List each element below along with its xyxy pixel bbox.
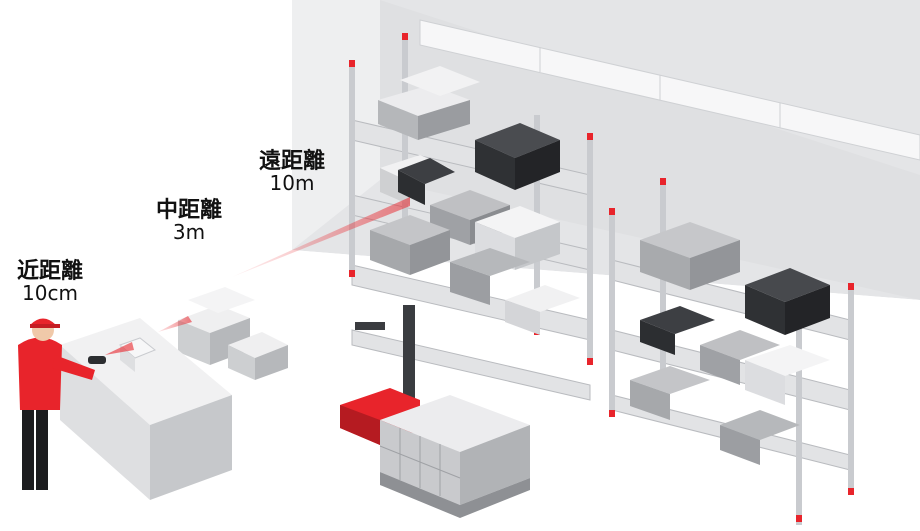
near-title: 近距離 xyxy=(16,259,83,284)
shelf-left xyxy=(349,33,593,401)
middle-label: 中距離 3m xyxy=(143,199,235,243)
far-distance: 10m xyxy=(269,171,315,196)
shelf-right xyxy=(609,178,854,525)
far-label: 遠距離 10m xyxy=(246,150,338,194)
scan-beam-middle xyxy=(158,316,192,332)
scan-beam-far xyxy=(232,197,410,277)
middle-title: 中距離 xyxy=(155,198,222,223)
near-label: 近距離 10cm xyxy=(8,260,92,304)
scan-beam-near xyxy=(105,342,134,355)
pallet-boxes xyxy=(379,395,530,518)
middle-distance: 3m xyxy=(172,220,206,245)
far-title: 遠距離 xyxy=(258,149,325,174)
near-distance: 10cm xyxy=(22,281,78,306)
worker xyxy=(18,318,106,490)
counter xyxy=(60,318,232,500)
mid-boxes xyxy=(178,287,288,380)
